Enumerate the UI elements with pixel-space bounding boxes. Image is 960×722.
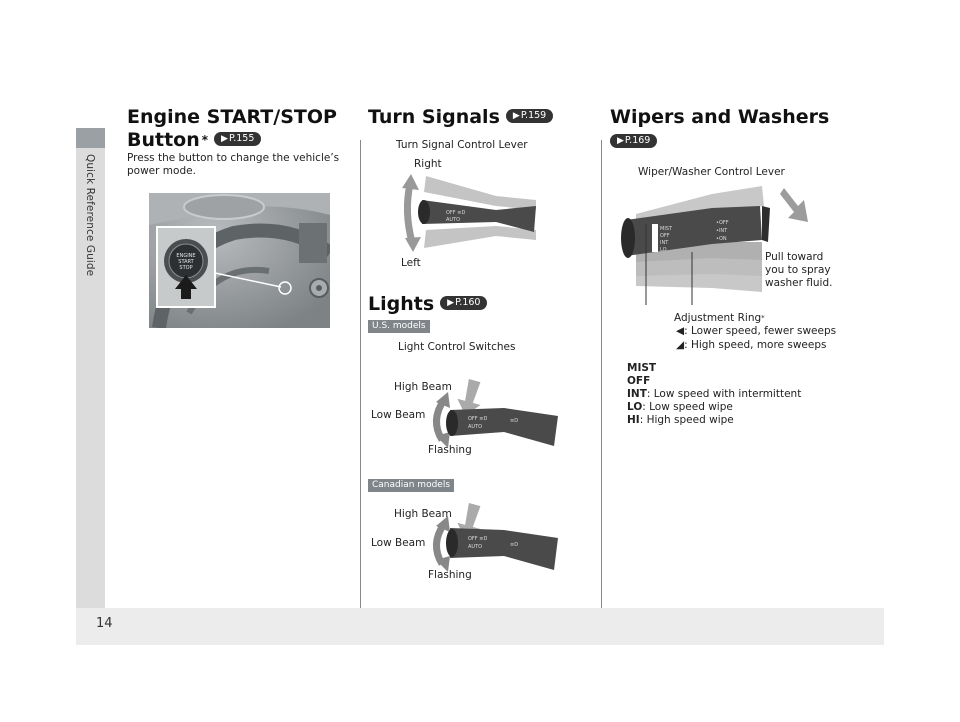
canadian-models-badge: Canadian models — [368, 479, 455, 492]
mode-hi-desc: : High speed wipe — [639, 414, 734, 426]
adjustment-ring-asterisk: * — [761, 314, 765, 322]
svg-text:OFF ≡D: OFF ≡D — [468, 416, 487, 422]
engine-title: Engine START/STOP Button* ▶P.155 — [127, 106, 337, 152]
wipers-title: Wipers and Washers — [610, 106, 830, 128]
mode-lo: LO: Low speed wipe — [627, 401, 801, 414]
us-models-badge: U.S. models — [368, 320, 430, 333]
mode-off: OFF — [627, 375, 651, 387]
sidebar — [76, 128, 105, 608]
mode-hi: HI: High speed wipe — [627, 414, 801, 427]
light-control-switches-label: Light Control Switches — [398, 341, 516, 353]
sidebar-tab-marker — [76, 128, 105, 148]
wipers-page-ref[interactable]: ▶P.169 — [610, 133, 658, 148]
turn-signals-title: Turn Signals ▶P.159 — [368, 106, 554, 129]
page-ref-icon: ▶ — [617, 135, 624, 146]
page-ref-icon: ▶ — [447, 297, 455, 308]
wiper-modes-list: MIST OFF INT: Low speed with intermitten… — [627, 362, 801, 427]
light-switch-illustration-canada: OFF ≡D AUTO ≡D — [433, 503, 558, 572]
engine-title-word: Button — [127, 129, 200, 151]
wipers-ref-wrap: ▶P.169 — [610, 132, 658, 151]
mode-hi-key: HI — [627, 414, 640, 426]
mode-int-key: INT — [627, 388, 647, 400]
lower-speed-icon: ◀ — [676, 325, 685, 337]
engine-description: Press the button to change the vehicle’s… — [127, 152, 339, 178]
engine-title-line2: Button* ▶P.155 — [127, 129, 337, 152]
lights-title: Lights ▶P.160 — [368, 293, 488, 316]
high-beam-label: High Beam — [394, 381, 452, 393]
svg-text:OFF: OFF — [660, 233, 670, 239]
turn-signals-title-text: Turn Signals — [368, 106, 500, 128]
adjustment-ring-label: Adjustment Ring* — [674, 312, 765, 325]
turn-left-label: Left — [401, 257, 421, 269]
flashing-label-canada: Flashing — [428, 569, 472, 581]
engine-title-line1: Engine START/STOP — [127, 106, 337, 128]
svg-text:≡D: ≡D — [510, 418, 518, 424]
engine-desc-line2: power mode. — [127, 165, 196, 177]
engine-button-text-1: ENGINE — [176, 253, 196, 259]
svg-text:•INT: •INT — [716, 228, 728, 234]
svg-text:MIST: MIST — [660, 226, 673, 232]
turn-signal-lever-illustration: OFF ≡D AUTO — [402, 174, 536, 252]
high-speed-text: : High speed, more sweeps — [684, 339, 827, 351]
sidebar-section-label: Quick Reference Guide — [84, 154, 98, 344]
column-divider-2 — [601, 140, 602, 608]
wiper-lever-label: Wiper/Washer Control Lever — [638, 166, 785, 178]
turn-signals-ref-text: P.159 — [520, 109, 547, 121]
mode-int: INT: Low speed with intermittent — [627, 388, 801, 401]
svg-text:AUTO: AUTO — [446, 217, 460, 223]
page-number: 14 — [96, 616, 113, 631]
high-beam-label-canada: High Beam — [394, 508, 452, 520]
high-speed-note: ◢: High speed, more sweeps — [676, 339, 826, 352]
column-divider-1 — [360, 140, 361, 608]
sidebar-section-text: Quick Reference Guide — [84, 154, 96, 277]
mode-mist: MIST — [627, 362, 657, 374]
engine-ref-text: P.155 — [228, 132, 255, 144]
mode-int-desc: : Low speed with intermittent — [646, 388, 802, 400]
engine-asterisk: * — [201, 133, 209, 147]
mode-lo-desc: : Low speed wipe — [642, 401, 733, 413]
pull-line-3: washer fluid. — [765, 277, 833, 289]
light-switch-illustration-us: OFF ≡D AUTO ≡D — [433, 379, 558, 448]
svg-text:•OFF: •OFF — [716, 220, 729, 226]
adjustment-ring-text: Adjustment Ring — [674, 312, 762, 324]
turn-right-label: Right — [414, 158, 442, 170]
svg-text:≡D: ≡D — [510, 542, 518, 548]
page-ref-icon: ▶ — [512, 110, 520, 121]
pull-line-2: you to spray — [765, 264, 831, 276]
high-speed-icon: ◢ — [676, 339, 685, 351]
engine-button-text-3: STOP — [179, 265, 193, 271]
mode-lo-key: LO — [627, 401, 643, 413]
lights-title-text: Lights — [368, 293, 435, 315]
page-ref-icon: ▶ — [221, 133, 228, 144]
svg-text:INT: INT — [660, 240, 669, 246]
flashing-label: Flashing — [428, 444, 472, 456]
svg-text:AUTO: AUTO — [468, 424, 482, 430]
engine-button-text-2: START — [178, 259, 194, 265]
svg-text:•ON: •ON — [716, 236, 727, 242]
lights-ref-text: P.160 — [455, 296, 481, 308]
engine-desc-line1: Press the button to change the vehicle’s — [127, 152, 340, 164]
svg-text:OFF ≡D: OFF ≡D — [446, 210, 465, 216]
svg-text:AUTO: AUTO — [468, 544, 482, 550]
engine-page-ref[interactable]: ▶P.155 — [214, 131, 262, 146]
turn-signals-page-ref[interactable]: ▶P.159 — [505, 108, 554, 123]
wiper-lever-illustration: MIST OFF INT LO •OFF •INT •ON — [621, 186, 808, 305]
low-beam-label-canada: Low Beam — [371, 537, 426, 549]
lower-speed-text: : Lower speed, fewer sweeps — [684, 325, 837, 337]
engine-button-text: ENGINE START STOP — [174, 253, 198, 271]
pull-line-1: Pull toward — [765, 251, 824, 263]
engine-start-photo — [149, 193, 330, 328]
svg-text:LO: LO — [660, 247, 667, 253]
svg-text:OFF ≡D: OFF ≡D — [468, 536, 487, 542]
pull-toward-note: Pull toward you to spray washer fluid. — [765, 251, 832, 290]
wipers-ref-text: P.169 — [624, 134, 651, 146]
lower-speed-note: ◀: Lower speed, fewer sweeps — [676, 325, 836, 338]
low-beam-label: Low Beam — [371, 409, 426, 421]
lights-page-ref[interactable]: ▶P.160 — [440, 295, 488, 310]
turn-signal-lever-label: Turn Signal Control Lever — [396, 139, 528, 151]
